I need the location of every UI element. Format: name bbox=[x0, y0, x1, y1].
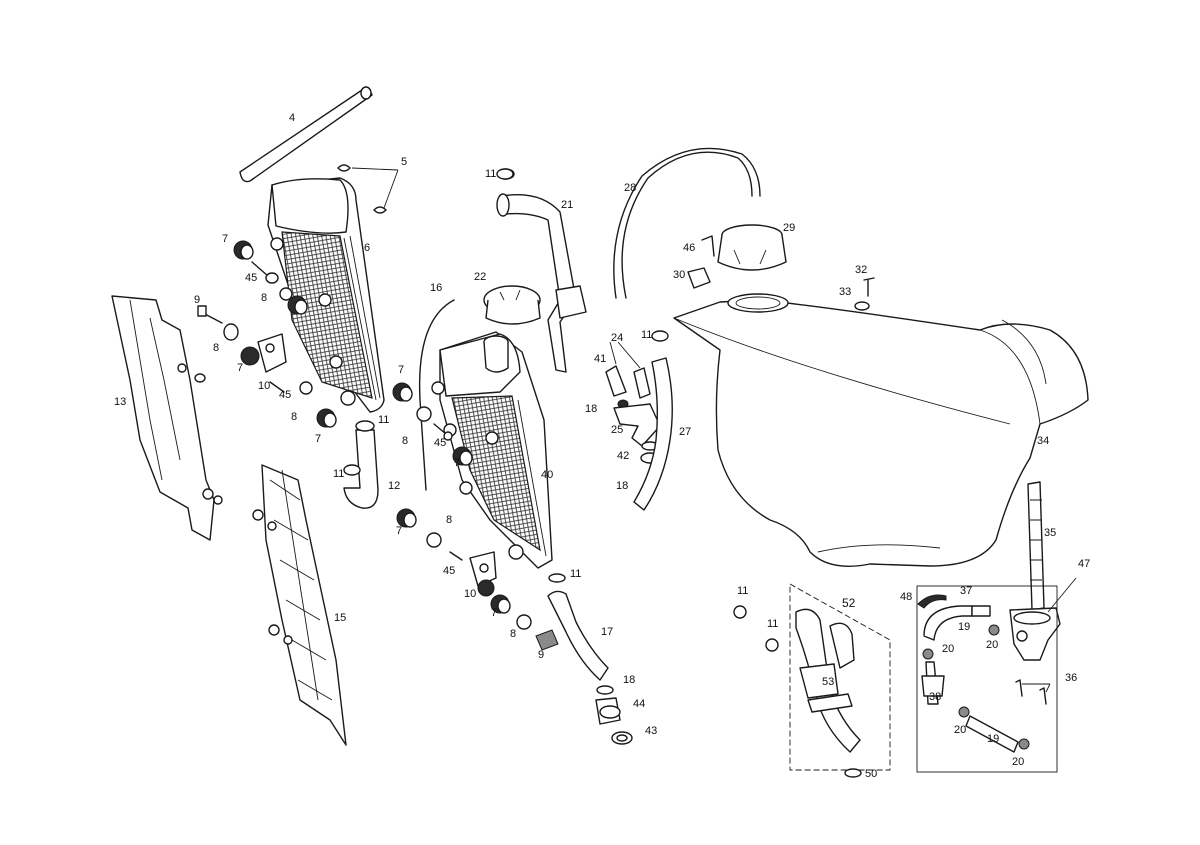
label-8: 8 bbox=[213, 342, 219, 354]
box-37-hose-kit bbox=[916, 585, 1058, 773]
label-24: 24 bbox=[611, 332, 623, 344]
part-11-cap-2 bbox=[651, 330, 669, 342]
part-28-breather-hose bbox=[621, 151, 753, 299]
part-29-fuel-cap bbox=[687, 224, 787, 289]
part-12-hose bbox=[343, 420, 379, 509]
label-47: 47 bbox=[1078, 558, 1090, 570]
label-5: 5 bbox=[401, 156, 407, 168]
label-40: 40 bbox=[541, 469, 553, 481]
label-27: 27 bbox=[679, 426, 691, 438]
label-20: 20 bbox=[942, 643, 954, 655]
label-38: 38 bbox=[929, 691, 941, 703]
label-17: 17 bbox=[601, 626, 613, 638]
label-29: 29 bbox=[783, 222, 795, 234]
label-13: 13 bbox=[114, 396, 126, 408]
label-42: 42 bbox=[617, 450, 629, 462]
part-11-cap bbox=[496, 168, 514, 180]
label-12: 12 bbox=[388, 480, 400, 492]
part-5-clips bbox=[337, 164, 387, 214]
label-32: 32 bbox=[855, 264, 867, 276]
label-20: 20 bbox=[954, 724, 966, 736]
label-15: 15 bbox=[334, 612, 346, 624]
label-7: 7 bbox=[315, 433, 321, 445]
left-radiator-grommets bbox=[197, 240, 337, 428]
part-17-lower-hose bbox=[547, 573, 633, 745]
label-11: 11 bbox=[570, 568, 581, 580]
label-34: 34 bbox=[1037, 435, 1049, 447]
box-52-kit bbox=[733, 583, 891, 778]
label-45: 45 bbox=[245, 272, 257, 284]
label-7: 7 bbox=[491, 607, 497, 619]
label-11: 11 bbox=[767, 618, 778, 630]
part-13-left-shroud bbox=[111, 295, 223, 541]
label-30: 30 bbox=[673, 269, 685, 281]
part-4-tube bbox=[239, 86, 373, 183]
label-18: 18 bbox=[623, 674, 635, 686]
label-7: 7 bbox=[454, 457, 460, 469]
right-radiator-grommets bbox=[392, 382, 559, 651]
label-11: 11 bbox=[641, 329, 652, 341]
label-19: 19 bbox=[958, 621, 970, 633]
label-22: 22 bbox=[474, 271, 486, 283]
label-9: 9 bbox=[538, 649, 544, 661]
part-15-grille bbox=[252, 464, 347, 746]
label-11: 11 bbox=[737, 585, 748, 597]
label-8: 8 bbox=[510, 628, 516, 640]
label-45: 45 bbox=[279, 389, 291, 401]
label-50: 50 bbox=[865, 768, 877, 780]
label-11: 11 bbox=[333, 468, 344, 480]
label-20: 20 bbox=[986, 639, 998, 651]
label-52: 52 bbox=[842, 596, 856, 610]
label-44: 44 bbox=[633, 698, 645, 710]
part-35-47-fuel-tap bbox=[1009, 481, 1061, 661]
label-45: 45 bbox=[443, 565, 455, 577]
label-36: 36 bbox=[1065, 672, 1077, 684]
label-48: 48 bbox=[900, 591, 912, 603]
label-7: 7 bbox=[237, 362, 243, 374]
label-8: 8 bbox=[261, 292, 267, 304]
label-6: 6 bbox=[364, 242, 370, 254]
part-36-screws bbox=[1015, 679, 1047, 705]
part-22-radiator-cap bbox=[483, 285, 541, 325]
label-43: 43 bbox=[645, 725, 657, 737]
label-25: 25 bbox=[611, 424, 623, 436]
label-7: 7 bbox=[398, 364, 404, 376]
leader-lines bbox=[351, 167, 1077, 693]
label-16: 16 bbox=[430, 282, 442, 294]
label-45: 45 bbox=[434, 437, 446, 449]
label-18: 18 bbox=[585, 403, 597, 415]
label-37: 37 bbox=[960, 585, 972, 597]
label-21: 21 bbox=[561, 199, 573, 211]
label-28: 28 bbox=[624, 182, 636, 194]
fittings-24-41-25-42 bbox=[605, 365, 661, 464]
label-7: 7 bbox=[222, 233, 228, 245]
label-9: 9 bbox=[194, 294, 200, 306]
label-53: 53 bbox=[822, 676, 834, 688]
label-46: 46 bbox=[683, 242, 695, 254]
label-4: 4 bbox=[289, 112, 295, 124]
label-19: 19 bbox=[987, 733, 999, 745]
label-33: 33 bbox=[839, 286, 851, 298]
label-18: 18 bbox=[616, 480, 628, 492]
label-10: 10 bbox=[258, 380, 270, 392]
label-35: 35 bbox=[1044, 527, 1056, 539]
parts-32-33-screw-washer bbox=[854, 277, 875, 311]
label-41: 41 bbox=[594, 353, 606, 365]
part-27-hose bbox=[633, 357, 673, 511]
label-8: 8 bbox=[446, 514, 452, 526]
part-16-overflow-tube bbox=[418, 299, 455, 491]
label-11: 11 bbox=[485, 168, 496, 180]
label-20: 20 bbox=[1012, 756, 1024, 768]
label-7: 7 bbox=[396, 525, 402, 537]
label-8: 8 bbox=[291, 411, 297, 423]
label-10: 10 bbox=[464, 588, 476, 600]
label-8: 8 bbox=[402, 435, 408, 447]
part-34-fuel-tank bbox=[673, 293, 1089, 567]
part-6-left-radiator bbox=[267, 177, 385, 413]
label-11: 11 bbox=[378, 414, 389, 426]
part-40-right-radiator bbox=[431, 331, 553, 569]
part-labels: 4 5 6 7 45 8 9 8 7 10 45 8 7 13 11 11 12… bbox=[114, 112, 1090, 780]
